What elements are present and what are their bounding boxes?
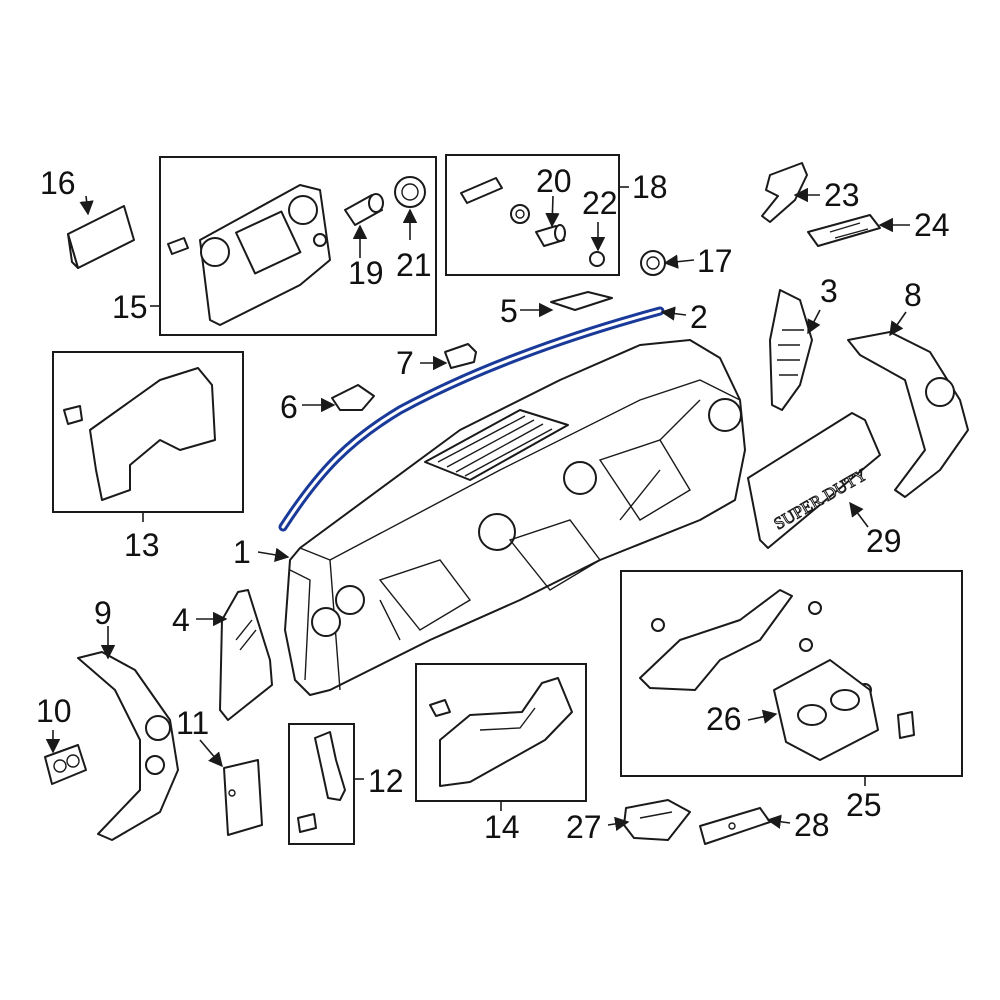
callout-14: 14 <box>484 809 520 845</box>
callout-26: 26 <box>706 701 742 737</box>
callout-9: 9 <box>94 595 112 631</box>
callout-labels: 16 15 19 21 20 22 18 17 23 24 5 2 3 8 7 … <box>36 163 950 845</box>
part-20-plug[interactable] <box>535 224 566 247</box>
callout-10: 10 <box>36 693 72 729</box>
callout-13: 13 <box>124 527 160 563</box>
group-box-15 <box>159 156 437 336</box>
callout-17: 17 <box>697 243 733 279</box>
part-27-vent[interactable] <box>623 799 691 841</box>
part-15-center-bezel[interactable] <box>167 184 331 326</box>
callout-22: 22 <box>582 185 618 221</box>
callout-2: 2 <box>690 299 708 335</box>
part-28-switch-panel[interactable] <box>699 807 771 845</box>
part-18-switch[interactable] <box>460 177 503 204</box>
part-12-bracket[interactable] <box>297 731 346 833</box>
part-7-clip[interactable] <box>444 343 477 369</box>
callout-20: 20 <box>536 163 572 199</box>
part-6-trim[interactable] <box>331 384 375 411</box>
callout-11: 11 <box>176 705 209 741</box>
callout-29: 29 <box>866 523 902 559</box>
part-9-trim[interactable] <box>77 651 179 841</box>
part-29-glove-box-door[interactable]: SUPER DUTY <box>747 412 881 549</box>
group-box-13 <box>52 351 244 513</box>
callout-1: 1 <box>233 534 251 570</box>
part-4-panel[interactable] <box>219 589 273 721</box>
callout-8: 8 <box>904 277 922 313</box>
callout-19: 19 <box>348 255 384 291</box>
callout-25: 25 <box>846 787 882 823</box>
callout-12: 12 <box>368 763 404 799</box>
callout-4: 4 <box>172 602 190 638</box>
callout-7: 7 <box>396 345 414 381</box>
group-box-12 <box>288 723 355 845</box>
part-5-trim[interactable] <box>550 291 613 311</box>
leader-lines <box>45 186 910 832</box>
callout-24: 24 <box>914 207 950 243</box>
part-24-vent[interactable] <box>807 214 881 247</box>
part-8-side-trim[interactable] <box>847 331 969 498</box>
group-box-25 <box>620 570 963 777</box>
part-23-bracket[interactable] <box>761 162 808 223</box>
callout-27: 27 <box>566 809 602 845</box>
part-10-switch[interactable] <box>44 744 87 785</box>
highlighted-seal-part-2[interactable] <box>278 306 665 532</box>
callout-5: 5 <box>500 293 518 329</box>
callout-6: 6 <box>280 389 298 425</box>
callout-18: 18 <box>632 169 668 205</box>
callout-16: 16 <box>40 165 76 201</box>
part-17-cap[interactable] <box>640 250 666 276</box>
instrument-panel-frame[interactable] <box>284 339 746 696</box>
group-box-18 <box>445 154 620 276</box>
callout-3: 3 <box>820 273 838 309</box>
part-22-cap[interactable] <box>589 251 605 267</box>
callout-28: 28 <box>794 807 830 843</box>
part-19-lighter[interactable] <box>344 193 384 226</box>
callout-15: 15 <box>112 289 148 325</box>
part-21-socket[interactable] <box>394 176 426 208</box>
part-26-cup-holder[interactable] <box>773 659 879 761</box>
part-16-display[interactable] <box>67 205 135 269</box>
callout-23: 23 <box>824 177 860 213</box>
part-3-speaker-grille[interactable] <box>769 289 813 411</box>
part-13-cover[interactable] <box>63 367 216 501</box>
callout-21: 21 <box>396 247 432 283</box>
part-14-lower-panel[interactable] <box>429 677 573 787</box>
part-18-bushing[interactable] <box>510 204 530 224</box>
part-11-panel[interactable] <box>223 759 263 836</box>
